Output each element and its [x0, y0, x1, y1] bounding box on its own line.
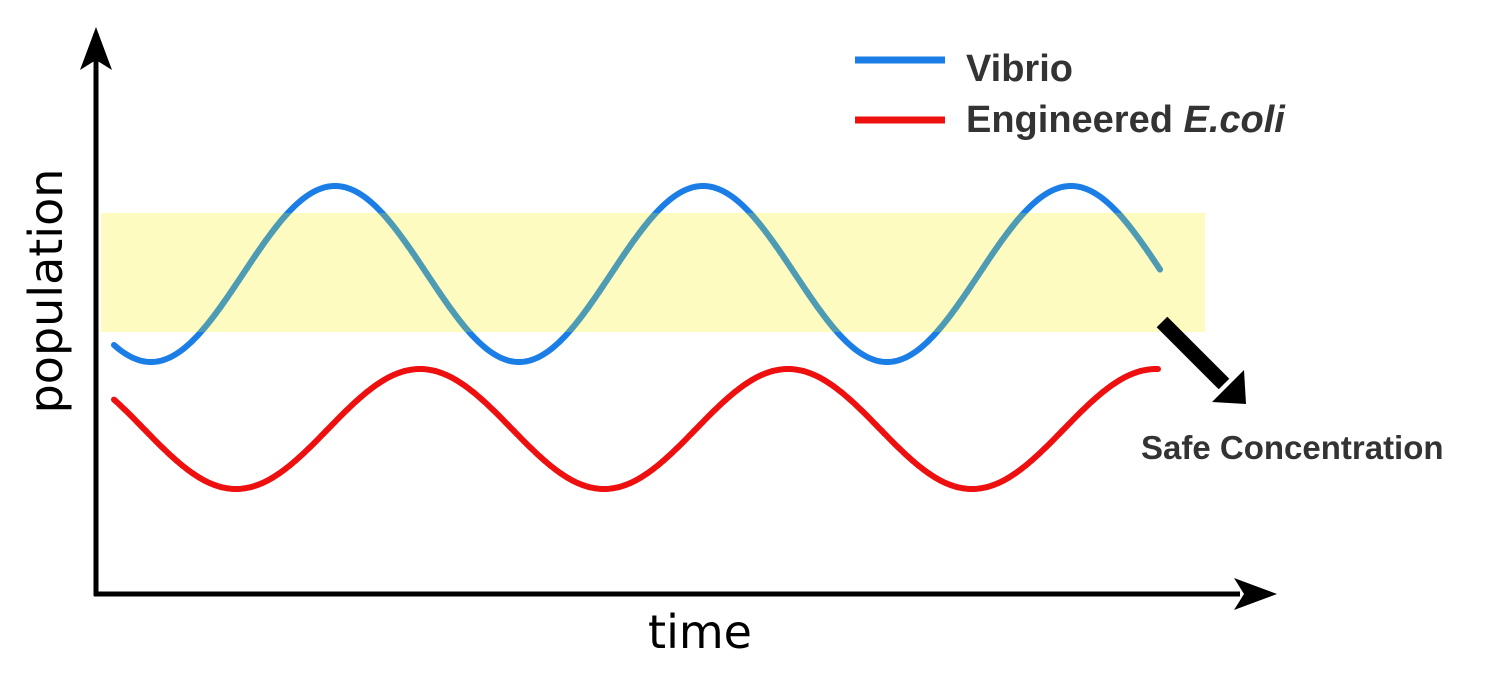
- vibrio-curve-in-band: [196, 213, 1163, 332]
- legend-ecoli-italic: E.coli: [1184, 99, 1287, 141]
- x-axis-label: time: [648, 605, 752, 659]
- safe-concentration-pointer-head: [1212, 370, 1246, 404]
- legend-ecoli-label: Engineered E.coli: [966, 99, 1286, 141]
- y-axis-label: population: [19, 169, 73, 414]
- legend-vibrio-label: Vibrio: [966, 48, 1073, 90]
- safe-concentration-pointer-shaft: [1156, 316, 1230, 390]
- safe-concentration-band: [101, 213, 1205, 332]
- x-axis-arrowhead: [1234, 578, 1277, 610]
- ecoli-curve: [111, 366, 1161, 492]
- safe-concentration-label: Safe Concentration: [1141, 429, 1444, 466]
- y-axis-arrowhead: [80, 27, 112, 70]
